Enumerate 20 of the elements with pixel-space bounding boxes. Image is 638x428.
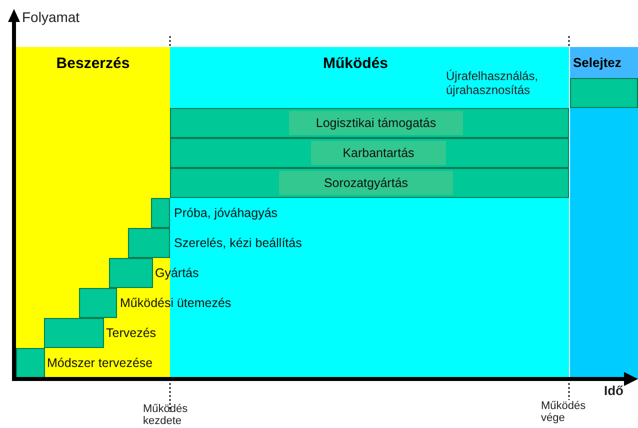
activity-bar — [170, 138, 569, 168]
milestone-label: Működés vége — [541, 400, 587, 424]
activity-label: Újrafelhasználás, újrahasznosítás — [446, 69, 540, 97]
phase-title: Működés — [322, 55, 390, 73]
axis-title: Idő — [604, 385, 624, 397]
activity-bar — [170, 168, 569, 198]
step-label: Tervezés — [106, 325, 156, 341]
activity-label: Logisztikai támogatás — [289, 111, 463, 135]
activity-label: Karbantartás — [311, 141, 446, 165]
activity-bar — [570, 78, 638, 108]
phase-band — [570, 47, 638, 379]
step-label: Szerelés, kézi beállítás — [174, 235, 302, 251]
phase-title: Selejtez — [570, 47, 638, 78]
activity-label: Sorozatgyártás — [279, 171, 453, 195]
activity-bar — [170, 108, 569, 138]
step-label: Próba, jóváhagyás — [174, 205, 278, 221]
phase-title: Beszerzés — [55, 55, 131, 73]
axis-title: Folyamat — [22, 11, 80, 23]
milestone-label: Működés kezdete — [143, 403, 189, 427]
step-label: Módszer tervezése — [47, 355, 153, 371]
